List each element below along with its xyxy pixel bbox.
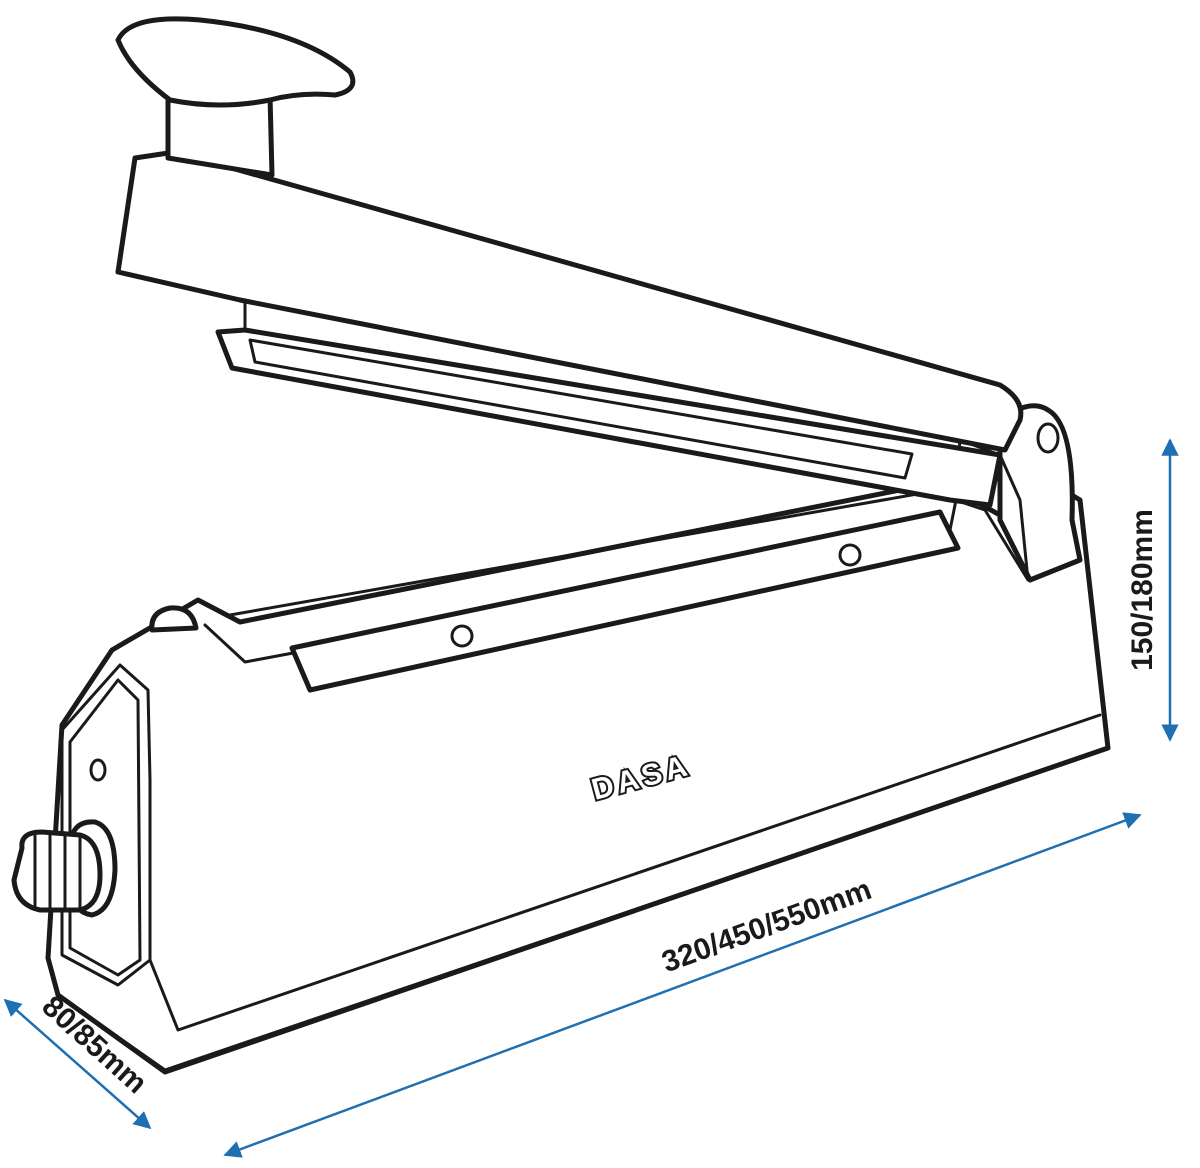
side-hole <box>89 758 107 782</box>
sealer-base <box>45 467 1111 1075</box>
upper-heating-bar <box>248 338 914 480</box>
indicator-light <box>149 605 199 633</box>
knob-grip <box>11 829 103 913</box>
pad-screw-right <box>838 543 862 567</box>
end-face-inner <box>68 678 142 977</box>
pad-screw-left <box>450 624 474 648</box>
upper-arm <box>115 149 1024 508</box>
base-body <box>45 467 1111 1075</box>
handle-cap <box>115 16 356 108</box>
height-label: 150/180mm <box>1126 509 1159 671</box>
hinge-pin <box>1036 422 1060 454</box>
hinge-block <box>997 403 1083 583</box>
arm-main <box>115 149 1024 453</box>
length-arrow <box>223 812 1142 1158</box>
base-top-rail-inner <box>228 488 942 617</box>
timer-knob <box>11 819 118 918</box>
end-face-panel <box>60 663 152 987</box>
handle <box>115 16 356 178</box>
depth-arrow <box>3 998 152 1130</box>
height-dimension: 150/180mm <box>1126 438 1179 742</box>
